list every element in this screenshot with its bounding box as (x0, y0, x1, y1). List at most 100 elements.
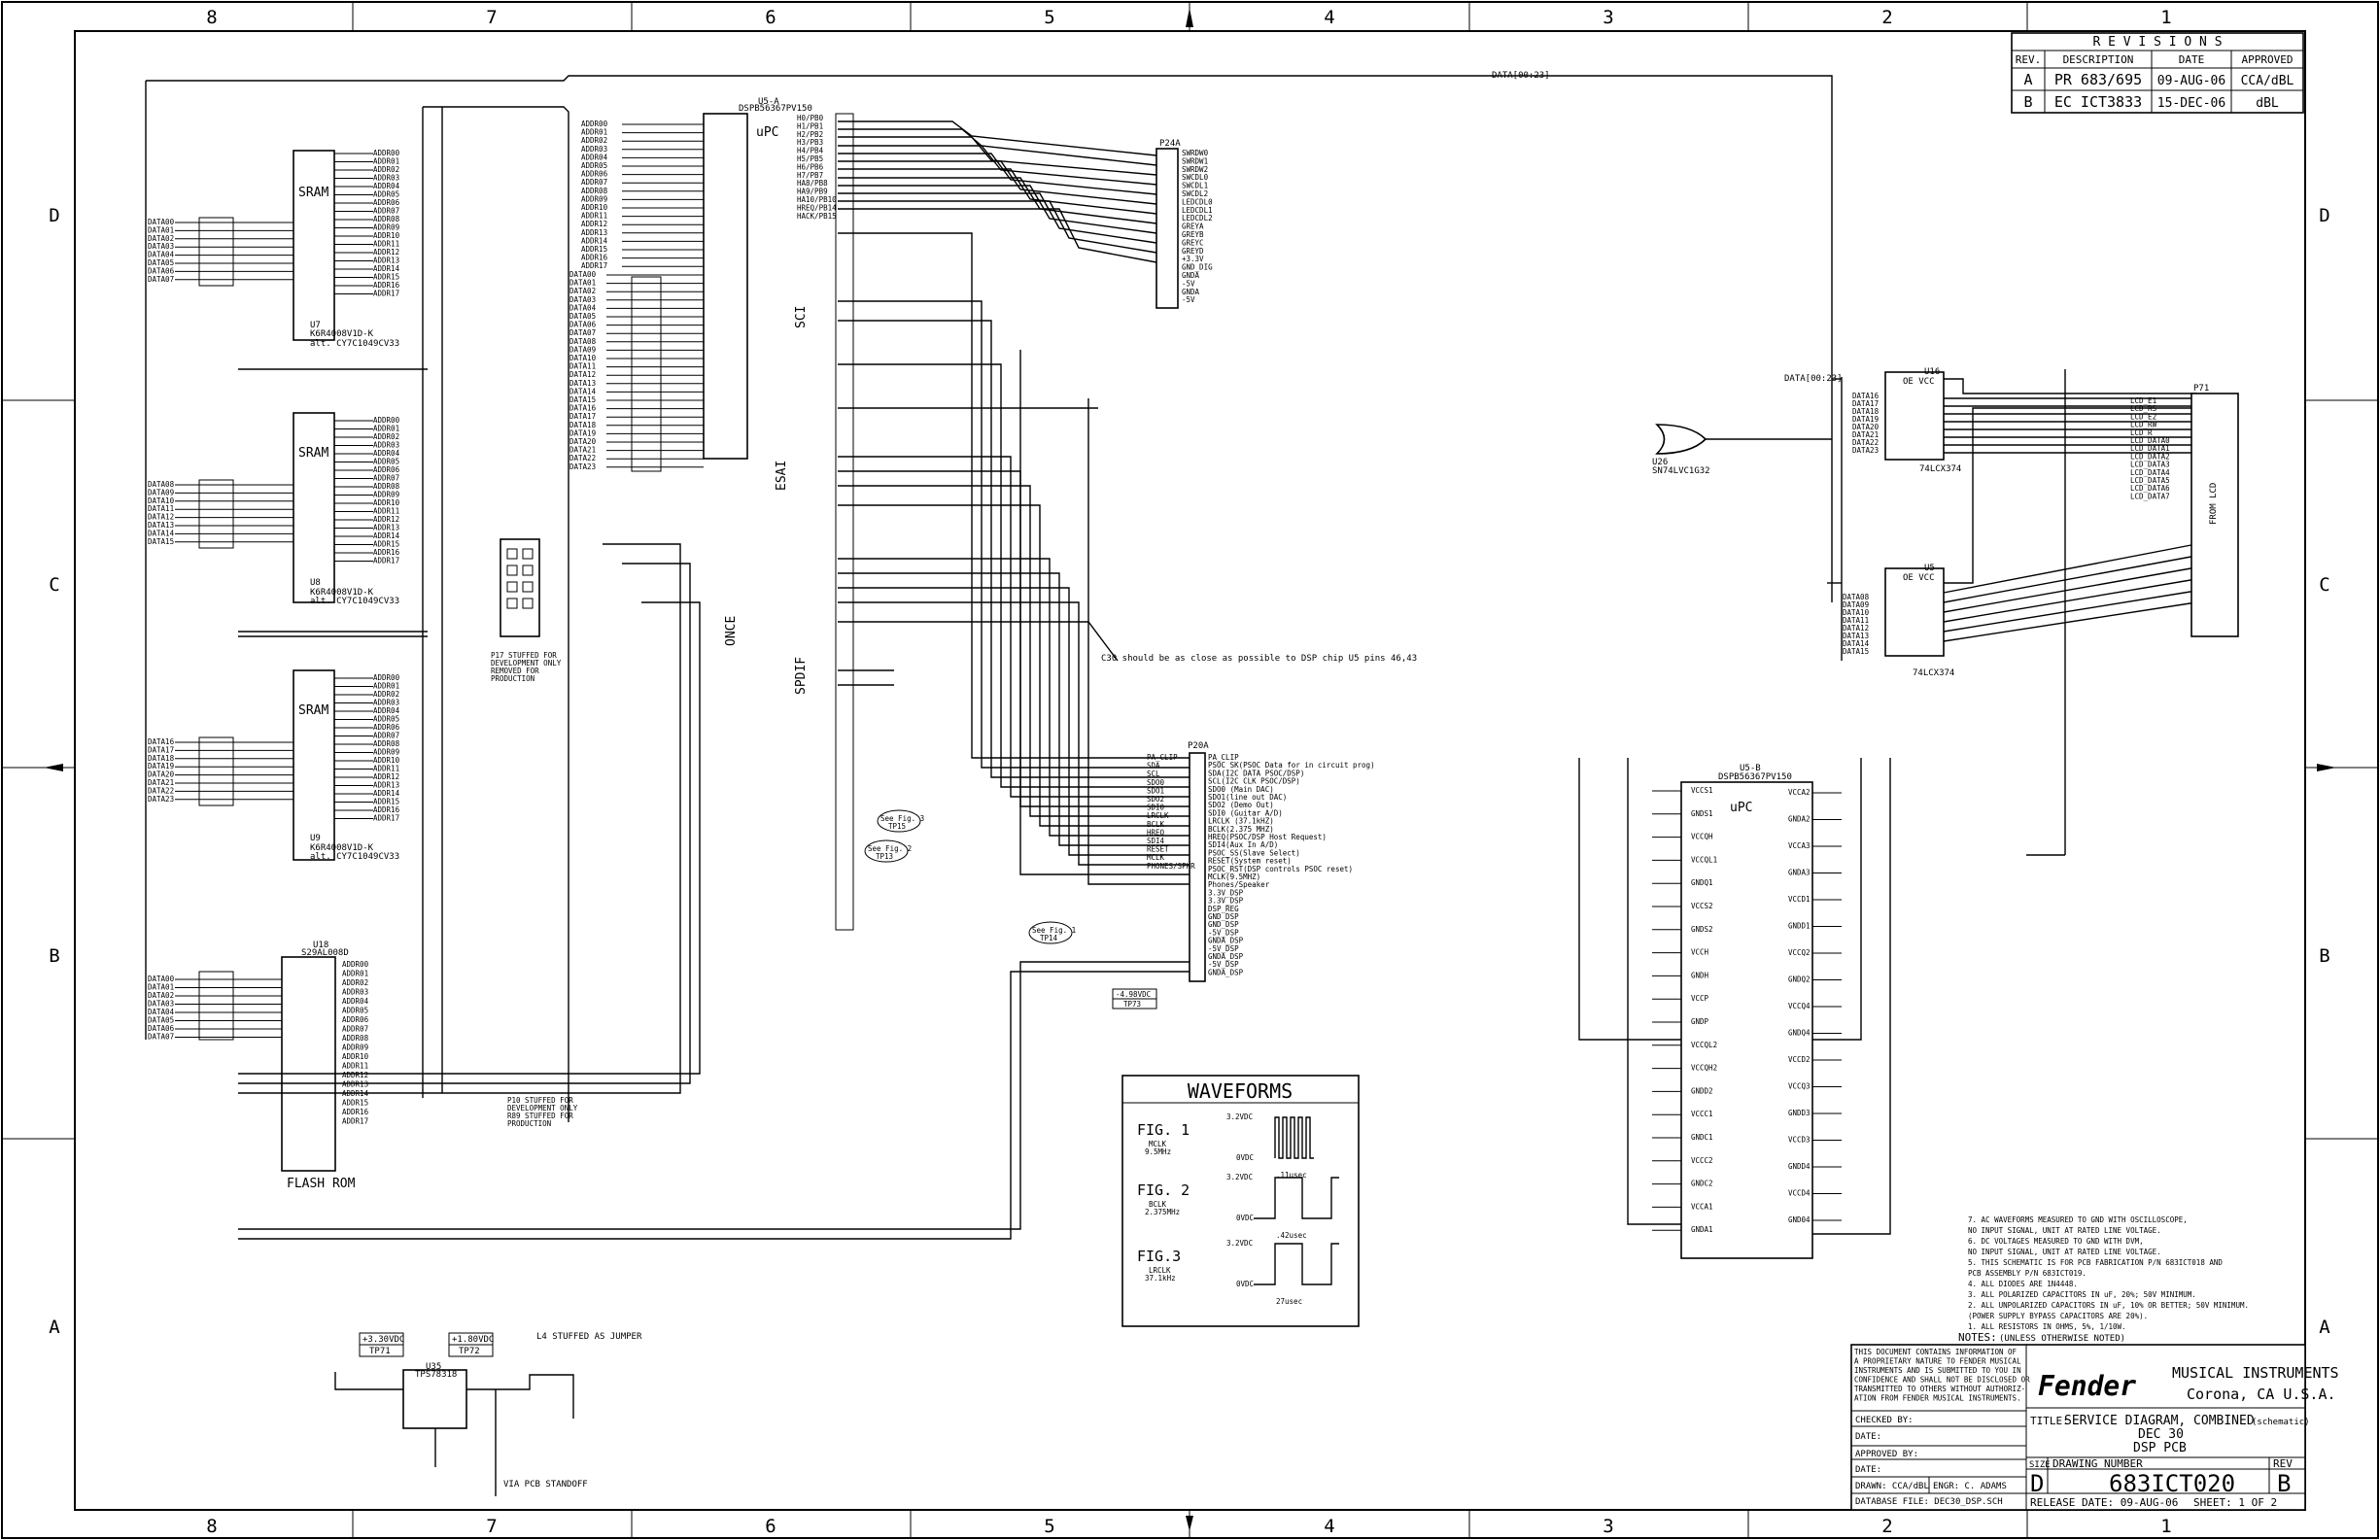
latch-input-label: DATA15 (1843, 647, 1869, 656)
p20-pin-label: SDI0 (Guitar A/D) (1208, 808, 1283, 817)
address-net-label: ADDR12 (373, 772, 399, 781)
p20-net-label: HREQ (1147, 828, 1165, 837)
dsp-data-label: DATA04 (569, 303, 597, 312)
address-net-label: ADDR04 (373, 706, 400, 715)
p17-note-line: P17 STUFFED FOR (491, 651, 557, 660)
data-net-label: DATA06 (148, 266, 175, 275)
latch-input-label: DATA11 (1843, 616, 1869, 625)
lcd-pin-label: LCD_DATA4 (2130, 468, 2170, 477)
ram-data-labels: DATA00DATA01DATA02DATA03DATA04DATA05DATA… (148, 217, 293, 1042)
zone-col-label: 6 (765, 7, 776, 28)
fig-low-level: 0VDC (1236, 1153, 1254, 1162)
dsp-u5a: uPC U5-A DSPB56367PV150 (703, 97, 854, 931)
rev-b-date: 15-DEC-06 (2157, 96, 2225, 111)
sram-u8-alt: alt. CY7C1049CV33 (310, 597, 399, 606)
dsp-address-label: ADDR10 (581, 203, 608, 212)
address-net-label: ADDR01 (373, 425, 399, 433)
v498-label: -4.98VDC (1116, 990, 1151, 999)
center-arrow-right (2317, 764, 2336, 771)
tp73-label: TP73 (1123, 1000, 1141, 1009)
address-net-label: ADDR02 (373, 432, 399, 441)
lcd-pin-label: LCD_DATA2 (2130, 452, 2170, 461)
flash-address-label: ADDR12 (342, 1071, 368, 1079)
flash-address-label: ADDR10 (342, 1052, 369, 1061)
dsp-b-left-pin: VCCS2 (1691, 902, 1713, 910)
p20-pin-label: 3.3V_DSP (1208, 888, 1244, 897)
dsp-address-label: ADDR15 (581, 245, 607, 254)
fig-signal: BCLK (1149, 1200, 1167, 1209)
latch-input-label: DATA18 (1852, 407, 1880, 416)
disclaimer-line: THIS DOCUMENT CONTAINS INFORMATION OF (1854, 1348, 2018, 1356)
fig-frequency: 2.375MHz (1145, 1208, 1180, 1216)
p24-pin-label: +3.3V (1182, 255, 1204, 263)
p20-pin-label: 3.3V_DSP (1208, 897, 1244, 906)
flash-address-label: ADDR00 (342, 960, 369, 969)
rev-value: B (2277, 1470, 2291, 1497)
p20-net-label: SDI0 (1147, 804, 1165, 812)
p24-pin-label: GREYC (1182, 238, 1204, 247)
address-net-label: ADDR03 (373, 174, 399, 183)
disclaimer-line: TRANSMITTED TO OTHERS WITHOUT AUTHORIZ- (1854, 1385, 2025, 1393)
dsp-b-left-pin: GNDC2 (1691, 1180, 1713, 1188)
checked-by: CHECKED BY: (1855, 1416, 1914, 1425)
latch-input-label: DATA21 (1852, 430, 1879, 439)
flash-address-label: ADDR07 (342, 1025, 368, 1034)
host-pin-label: HA9/PB9 (797, 188, 828, 196)
p20-pin-label: Phones/Speaker (1208, 880, 1270, 889)
address-net-label: ADDR15 (373, 273, 399, 282)
latch-input-label: DATA12 (1843, 624, 1869, 633)
latch-input-label: DATA23 (1852, 446, 1879, 455)
address-net-label: ADDR02 (373, 690, 399, 699)
waveform-trace (1274, 1116, 1314, 1159)
flash-data-label: DATA02 (148, 991, 174, 1000)
fig-low-level: 0VDC (1236, 1214, 1254, 1222)
p10-note-line: R89 STUFFED FOR (507, 1112, 573, 1120)
zone-col-label: 3 (1603, 1516, 1613, 1537)
tp15-label: TP15 (888, 822, 906, 831)
flash-address-label: ADDR03 (342, 988, 368, 997)
data-net-label: DATA04 (148, 251, 175, 259)
component-body (198, 736, 234, 806)
p20-pin-label: HREQ(PSOC/DSP Host Request) (1208, 833, 1327, 841)
address-net-label: ADDR15 (373, 540, 399, 549)
dsp-data-label: DATA08 (569, 337, 597, 346)
dsp-b-left-pin: VCCC1 (1691, 1110, 1713, 1118)
dsp-data-label: DATA00 (569, 270, 597, 279)
dsp-data-label: DATA14 (569, 387, 597, 395)
p20-pin-label: GNDA_DSP (1208, 968, 1244, 976)
p24-pin-label: SWRDW0 (1182, 149, 1209, 157)
flash-address-label: ADDR01 (342, 970, 368, 978)
data-net-label: DATA00 (148, 218, 175, 226)
p20-pin-label: PSOC_RST(DSP controls PSOC reset) (1208, 865, 1353, 873)
dsp-data-label: DATA11 (569, 362, 596, 371)
address-net-label: ADDR13 (373, 524, 399, 532)
p24-pin-label: LEDCDL1 (1182, 206, 1213, 215)
dsp-u5a-label: uPC (756, 125, 778, 140)
dsp-address-label: ADDR16 (581, 254, 608, 262)
latch-wiring (1706, 378, 2197, 642)
p24-pin-label: GNDA (1182, 288, 1200, 296)
dsp-b-right-pin: VCCD1 (1788, 895, 1811, 904)
main-buses (145, 75, 1843, 1122)
dsp-b-left-pin: GNDC1 (1691, 1133, 1713, 1142)
fig-high-level: 3.2VDC (1226, 1239, 1253, 1248)
dsp-b-right-pin: GNDA2 (1788, 815, 1811, 824)
address-net-label: ADDR11 (373, 765, 399, 773)
flash-rom-u18: FLASH ROM U18 S29AL008D (281, 941, 356, 1191)
dsp-b-left-pin: VCCH (1691, 948, 1709, 957)
sci-section-label: SCI (794, 306, 809, 328)
dsp-host-interface-pins: H0/PB0H1/PB1H2/PB2H3/PB3H4/PB4H5/PB5H6/P… (797, 114, 837, 221)
p20-net-label: SDO0 (1147, 778, 1165, 787)
dsp-data-label: DATA17 (569, 412, 596, 421)
spdif-section-label: SPDIF (794, 657, 809, 695)
fig-label: FIG. 1 (1137, 1121, 1190, 1139)
zone-col-label: 8 (206, 1516, 217, 1537)
dsp-b-left-pin: VCCQH (1691, 833, 1713, 841)
p20-net-label: SDO2 (1147, 795, 1164, 804)
dsp-address-label: ADDR12 (581, 220, 607, 228)
data-net-label: DATA02 (148, 234, 174, 243)
or-gate-ref: U26 (1652, 458, 1668, 467)
svg-text:OE VCC: OE VCC (1903, 377, 1935, 387)
flash-address-label: ADDR06 (342, 1015, 369, 1024)
